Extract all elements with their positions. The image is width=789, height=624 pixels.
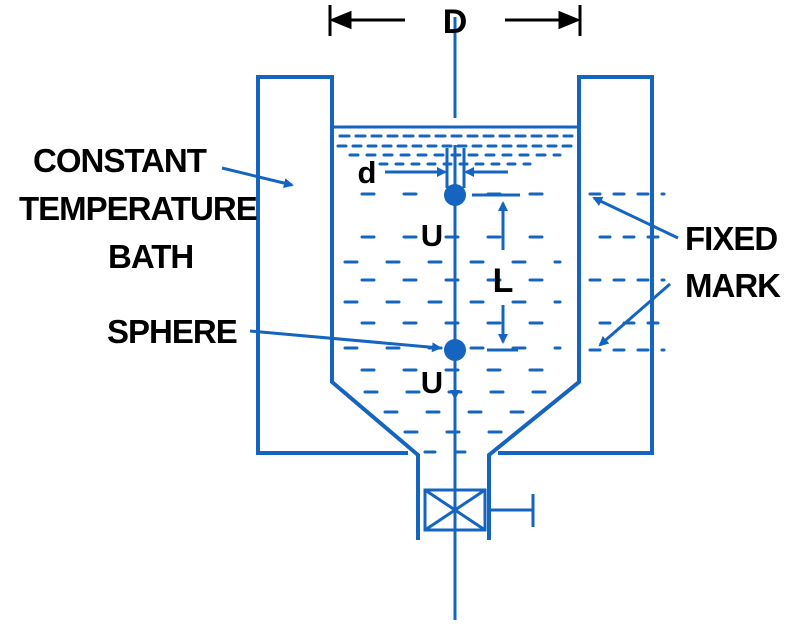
diameter-dimension — [328, 5, 582, 36]
fixed-mark-label-line2: MARK — [685, 267, 781, 304]
bath-outer-wall — [256, 75, 654, 455]
sphere-diameter-dimension — [385, 148, 508, 188]
fixed-mark-label-line1: FIXED — [685, 220, 777, 257]
length-label: L — [493, 262, 514, 300]
sphere-leader-arrow — [249, 329, 442, 353]
sphere-bottom — [444, 339, 466, 361]
bath-wall-dashes — [588, 192, 666, 352]
diameter-label: D — [443, 3, 468, 41]
bath-leader-arrow — [221, 166, 294, 188]
drain-valve — [416, 480, 535, 540]
velocity-label-bottom: U — [421, 365, 443, 400]
sphere-label: SPHERE — [107, 313, 237, 350]
bath-label-line2: TEMPERATURE — [19, 190, 257, 227]
velocity-label-top: U — [421, 218, 443, 253]
fixed-mark-leader-top — [592, 196, 679, 240]
fixed-mark-leader-bottom — [598, 282, 671, 347]
bath-label-line1: CONSTANT — [33, 142, 207, 179]
bath-label-line3: BATH — [108, 238, 193, 275]
sphere-diameter-label: d — [358, 155, 377, 190]
length-dimension — [472, 193, 520, 352]
sphere-top — [444, 184, 466, 206]
